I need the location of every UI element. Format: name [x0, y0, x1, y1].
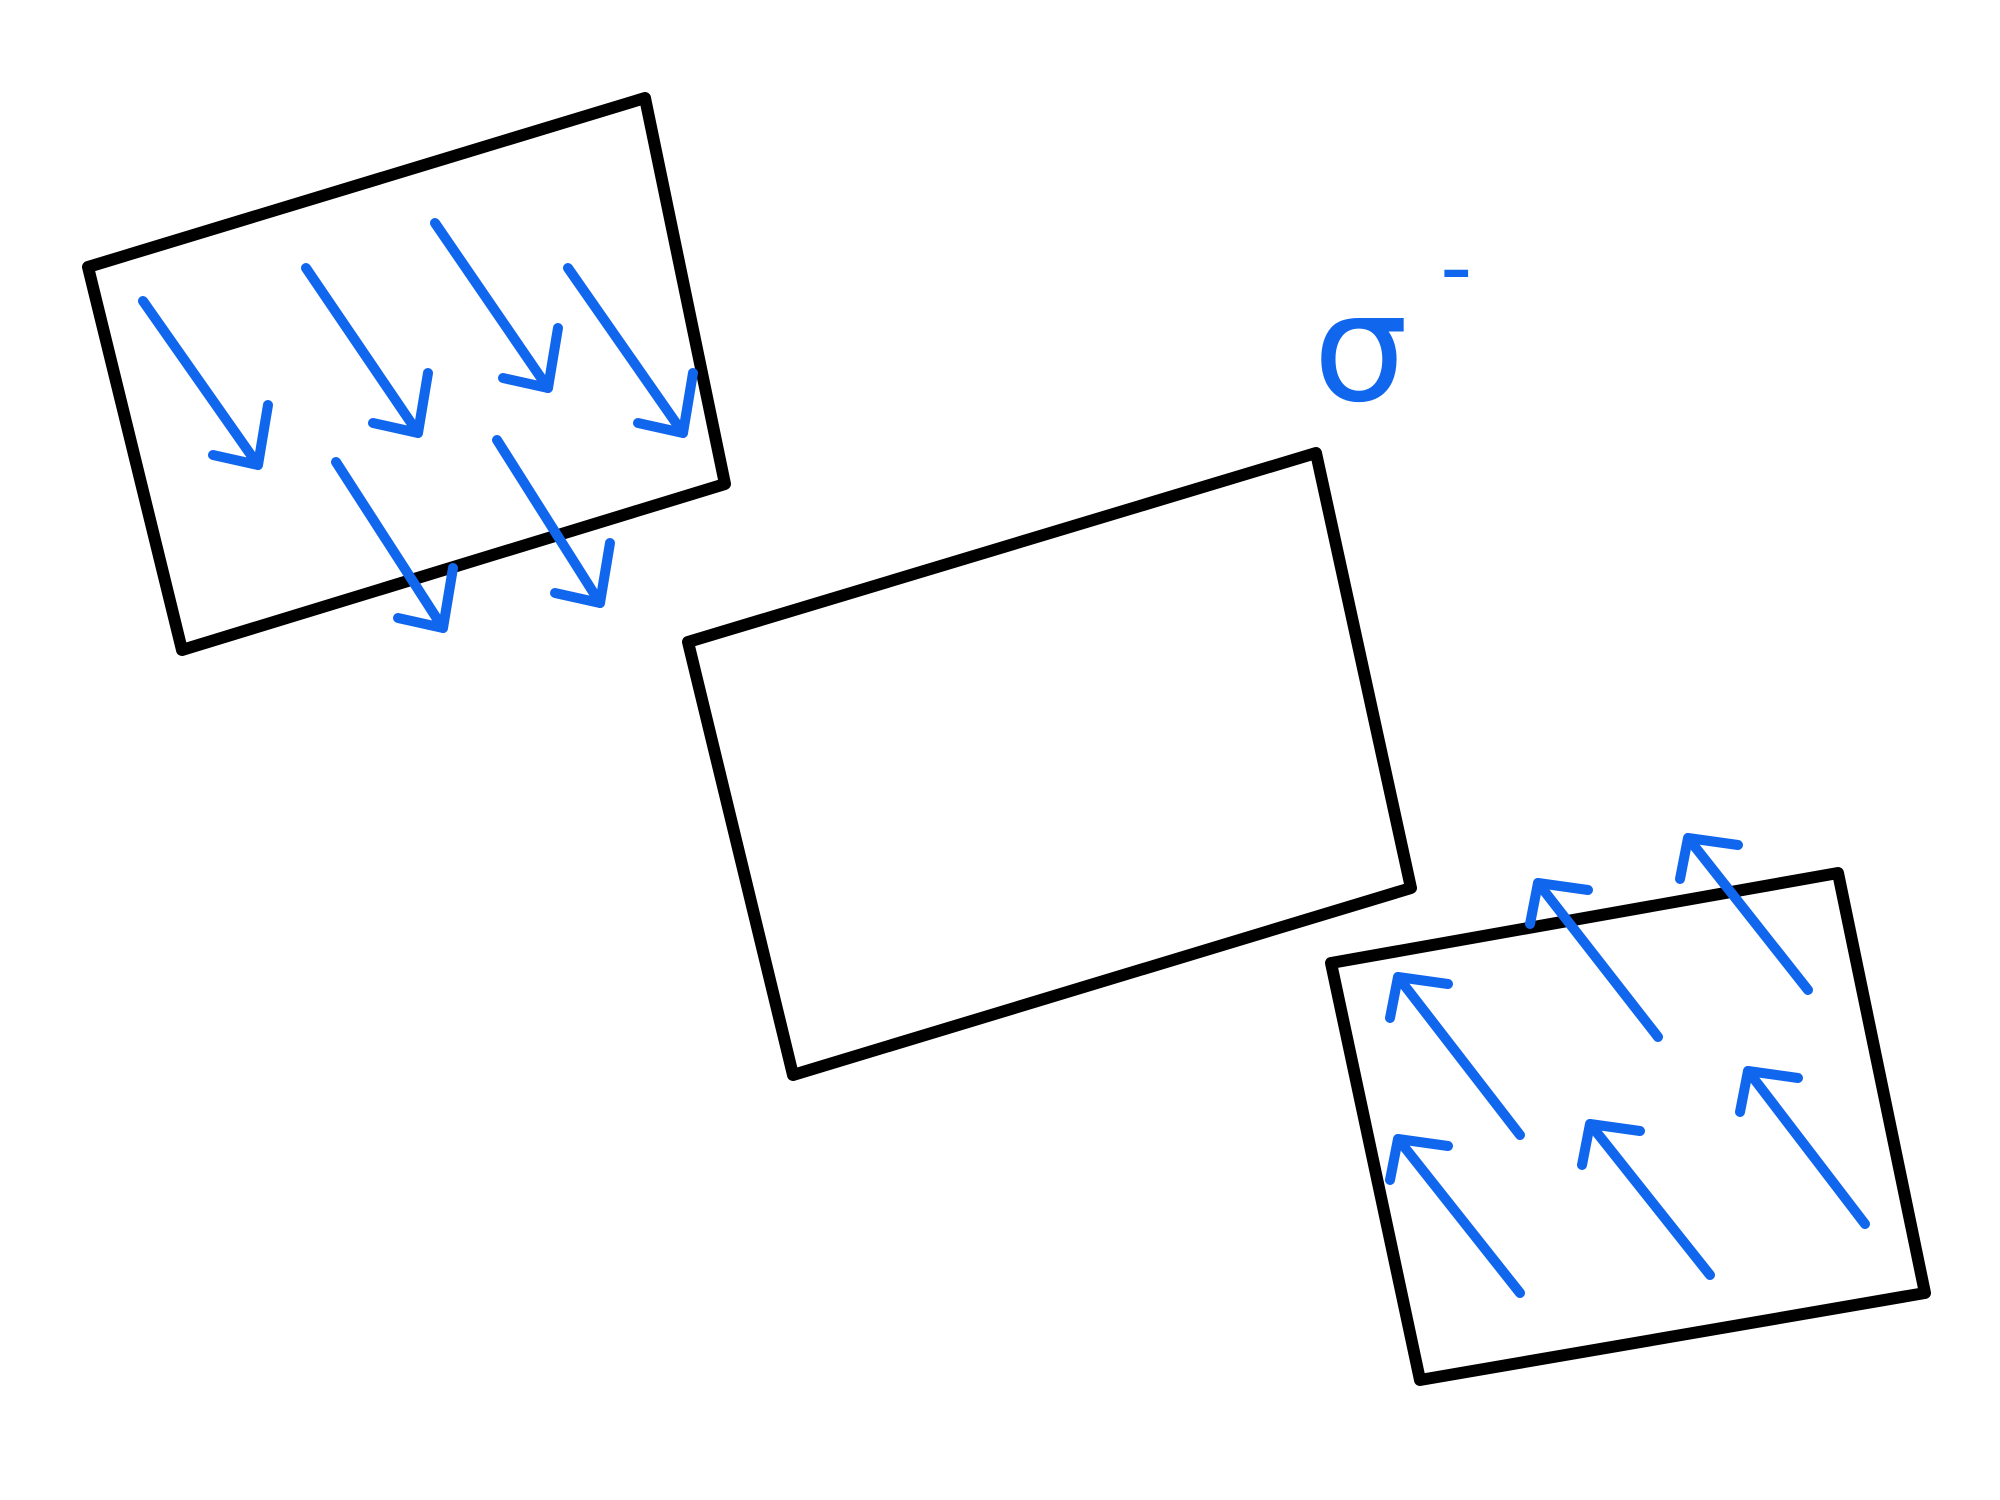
up-left-arrow — [1577, 1119, 1715, 1280]
sigma-superscript: - — [1440, 215, 1472, 320]
middle-plate-outline — [682, 447, 1417, 1081]
middle-plate — [682, 447, 1417, 1081]
down-right-arrow — [430, 218, 563, 393]
up-left-arrow — [1385, 972, 1525, 1140]
bottom-right-plate — [1325, 833, 1931, 1386]
up-left-arrow — [1525, 878, 1663, 1042]
down-right-arrow — [331, 457, 458, 633]
top-left-plate-arrows — [138, 218, 698, 633]
up-left-arrow — [1675, 833, 1813, 995]
sigma-symbol: σ — [1313, 262, 1408, 436]
down-right-arrow — [138, 296, 273, 470]
down-right-arrow — [563, 263, 698, 438]
bottom-right-plate-outline — [1325, 867, 1931, 1386]
down-right-arrow — [301, 263, 433, 438]
top-left-plate — [82, 92, 731, 656]
sigma-minus-label: σ - — [1313, 215, 1472, 436]
up-left-arrow — [1385, 1134, 1525, 1298]
down-right-arrow — [492, 435, 615, 608]
top-left-plate-outline — [82, 92, 731, 656]
up-left-arrow — [1735, 1066, 1870, 1229]
bottom-right-plate-arrows — [1385, 833, 1870, 1298]
